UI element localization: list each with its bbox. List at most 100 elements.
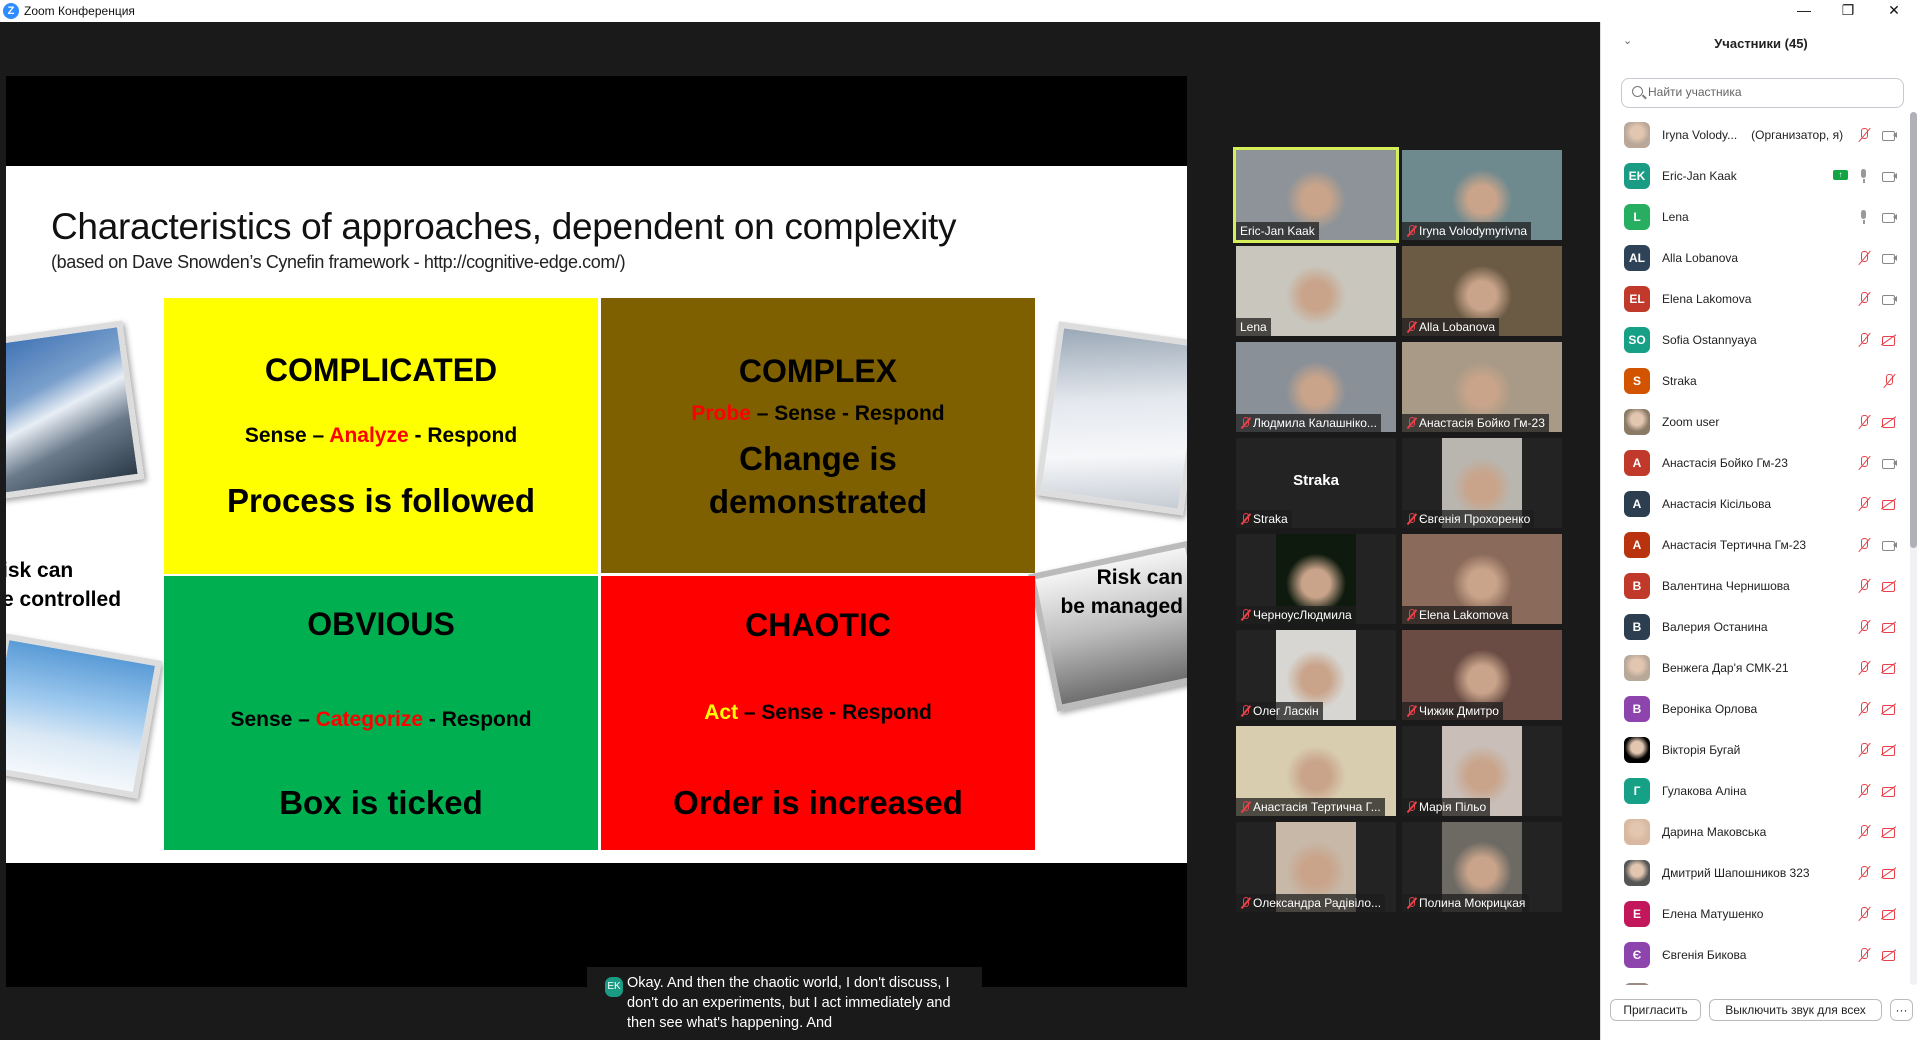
participant-row-partial[interactable] xyxy=(1601,976,1907,985)
minimize-button[interactable]: — xyxy=(1797,2,1811,18)
scrollbar-thumb[interactable] xyxy=(1910,112,1917,548)
mic-muted-icon xyxy=(1406,897,1416,909)
mic-muted-icon[interactable] xyxy=(1857,415,1871,429)
participant-row[interactable]: Дарина Маковська xyxy=(1601,812,1907,853)
participant-row[interactable]: Венжега Дар'я СМК-21 xyxy=(1601,648,1907,689)
video-tile[interactable]: Alla Lobanova xyxy=(1402,246,1562,336)
mic-muted-icon[interactable] xyxy=(1857,907,1871,921)
participant-search[interactable] xyxy=(1621,78,1904,108)
video-on-icon[interactable] xyxy=(1882,169,1897,183)
mic-muted-icon xyxy=(1240,513,1250,525)
chevron-down-icon[interactable]: ⌄ xyxy=(1623,35,1633,47)
mic-muted-icon[interactable] xyxy=(1882,374,1896,388)
participant-name-text: Дмитрий Шапошников 323 xyxy=(1662,866,1810,880)
video-on-icon[interactable] xyxy=(1882,128,1897,142)
mic-muted-icon[interactable] xyxy=(1857,743,1871,757)
video-off-icon[interactable] xyxy=(1882,784,1896,798)
video-tile[interactable]: Elena Lakomova xyxy=(1402,534,1562,624)
video-on-icon[interactable] xyxy=(1882,538,1897,552)
window-title: Zoom Конференция xyxy=(24,4,135,18)
quadrant-complex: COMPLEX Probe – Sense - Respond Change i… xyxy=(601,298,1035,573)
video-off-icon[interactable] xyxy=(1882,333,1896,347)
mic-muted-icon[interactable] xyxy=(1857,661,1871,675)
video-tile[interactable]: Lena xyxy=(1236,246,1396,336)
mic-muted-icon[interactable] xyxy=(1857,251,1871,265)
mic-muted-icon[interactable] xyxy=(1857,333,1871,347)
quadrant-heading: OBVIOUS xyxy=(307,606,455,642)
mute-all-button[interactable]: Выключить звук для всех xyxy=(1709,999,1882,1021)
video-off-icon[interactable] xyxy=(1882,497,1896,511)
mic-muted-icon[interactable] xyxy=(1857,702,1871,716)
mic-muted-icon[interactable] xyxy=(1857,456,1871,470)
mic-muted-icon[interactable] xyxy=(1857,620,1871,634)
video-tile[interactable]: Євгенія Прохоренко xyxy=(1402,438,1562,528)
video-tile[interactable]: Полина Мокрицкая xyxy=(1402,822,1562,912)
video-tile[interactable]: Людмила Калашніко... xyxy=(1236,342,1396,432)
scrollbar-track[interactable] xyxy=(1910,112,1917,985)
video-tile[interactable]: ЧерноусЛюдмила xyxy=(1236,534,1396,624)
video-tile[interactable]: Марія Пільо xyxy=(1402,726,1562,816)
close-button[interactable]: ✕ xyxy=(1888,2,1900,18)
invite-button[interactable]: Пригласить xyxy=(1610,999,1701,1021)
mic-muted-icon[interactable] xyxy=(1857,784,1871,798)
video-tile[interactable]: Чижик Дмитро xyxy=(1402,630,1562,720)
video-off-icon[interactable] xyxy=(1882,620,1896,634)
participant-row[interactable]: Iryna Volody...(Организатор, я) xyxy=(1601,115,1907,156)
mic-on-icon[interactable] xyxy=(1857,210,1871,224)
video-off-icon[interactable] xyxy=(1882,743,1896,757)
mic-muted-icon[interactable] xyxy=(1857,128,1871,142)
video-off-icon[interactable] xyxy=(1882,866,1896,880)
video-off-icon[interactable] xyxy=(1882,825,1896,839)
video-tile[interactable]: Анастасія Тертична Г... xyxy=(1236,726,1396,816)
video-off-icon[interactable] xyxy=(1882,579,1896,593)
video-off-icon[interactable] xyxy=(1882,415,1896,429)
video-off-icon[interactable] xyxy=(1882,661,1896,675)
video-tile[interactable]: Олег Ласкін xyxy=(1236,630,1396,720)
participant-avatar: EK xyxy=(1624,163,1650,189)
mic-muted-icon[interactable] xyxy=(1857,292,1871,306)
video-tile[interactable]: Анастасія Бойко Гм-23 xyxy=(1402,342,1562,432)
video-off-icon[interactable] xyxy=(1882,907,1896,921)
restore-button[interactable]: ❐ xyxy=(1841,2,1855,18)
video-tile[interactable]: Iryna Volodymyrivna xyxy=(1402,150,1562,240)
video-on-icon[interactable] xyxy=(1882,456,1897,470)
video-tile[interactable]: Eric-Jan Kaak xyxy=(1233,147,1399,243)
participant-row[interactable]: Zoom user xyxy=(1601,402,1907,443)
mic-muted-icon[interactable] xyxy=(1857,948,1871,962)
participant-row[interactable]: Дмитрий Шапошников 323 xyxy=(1601,853,1907,894)
mic-on-icon[interactable] xyxy=(1857,169,1871,183)
more-options-button[interactable]: ··· xyxy=(1890,999,1913,1021)
participant-avatar xyxy=(1624,737,1650,763)
video-off-icon[interactable] xyxy=(1882,948,1896,962)
mic-muted-icon[interactable] xyxy=(1857,579,1871,593)
mic-muted-icon[interactable] xyxy=(1857,825,1871,839)
mic-muted-icon[interactable] xyxy=(1857,497,1871,511)
video-on-icon[interactable] xyxy=(1882,210,1897,224)
video-participant-name: Чижик Дмитро xyxy=(1419,704,1499,718)
search-input[interactable] xyxy=(1648,85,1888,99)
participant-row[interactable]: Вікторія Бугай xyxy=(1601,730,1907,771)
video-off-icon[interactable] xyxy=(1882,702,1896,716)
mic-muted-icon[interactable] xyxy=(1857,538,1871,552)
video-on-icon[interactable] xyxy=(1882,292,1897,306)
mic-muted-icon[interactable] xyxy=(1857,866,1871,880)
video-on-icon[interactable] xyxy=(1882,251,1897,265)
participant-name: Вероніка Орлова xyxy=(1662,702,1757,716)
video-tile[interactable]: Олександра Радівіло... xyxy=(1236,822,1396,912)
